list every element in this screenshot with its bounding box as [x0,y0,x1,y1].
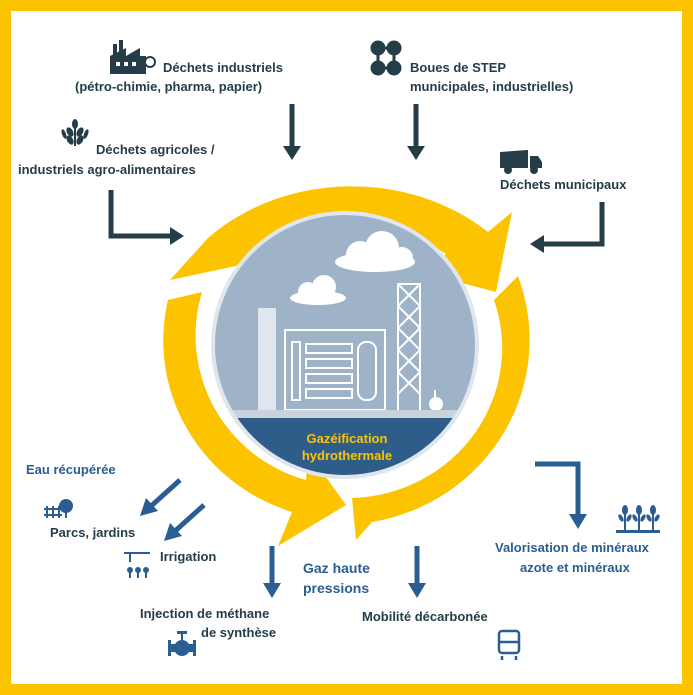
label-water-title: Eau récupérée [26,462,116,477]
label-irrigation: Irrigation [160,549,217,564]
molecule-icon [370,40,402,76]
label-mobility: Mobilité décarbonée [362,609,488,624]
center-title: Gazéification hydrothermale [262,430,432,464]
label-gas-title-line1: Gaz haute [303,560,370,576]
central-circle-ring [211,211,479,479]
label-agricultural-line1: Déchets agricoles / [96,142,215,157]
wheat-icon [61,119,89,146]
label-methane-line1: Injection de méthane [140,606,270,621]
output-arrows [148,461,581,585]
irrigation-icon [124,552,150,578]
input-arrowheads [170,146,544,253]
center-title-line2: hydrothermale [301,448,393,463]
cycle-arrows [163,186,530,546]
label-industrial-line2: (pétro-chimie, pharma, papier) [75,79,263,94]
cycle-arrow-right [352,276,530,540]
label-minerals-line2: azote et minéraux [520,560,630,575]
input-arrows [108,104,605,247]
garbage-truck-icon [500,150,542,174]
bus-icon [497,629,521,660]
park-icon [44,499,73,518]
cycle-arrow-left [163,292,346,546]
factory-icon [110,40,156,74]
label-gas-title-line2: pressions [303,580,370,596]
crops-icon [616,505,660,533]
label-sludge-line2: municipales, industrielles) [410,79,574,94]
label-sludge-line1: Boues de STEP [410,60,507,75]
cycle-arrow-top [170,186,512,292]
label-agricultural-line2: industriels agro-alimentaires [18,162,196,177]
label-parks: Parcs, jardins [50,525,136,540]
label-methane-line2: de synthèse [201,625,277,640]
label-minerals-line1: Valorisation de minéraux [495,540,649,555]
center-title-line1: Gazéification [306,431,388,446]
valve-icon [168,631,196,656]
label-municipal: Déchets municipaux [500,177,627,192]
label-industrial-line1: Déchets industriels [163,60,283,75]
output-arrowheads [140,498,587,598]
